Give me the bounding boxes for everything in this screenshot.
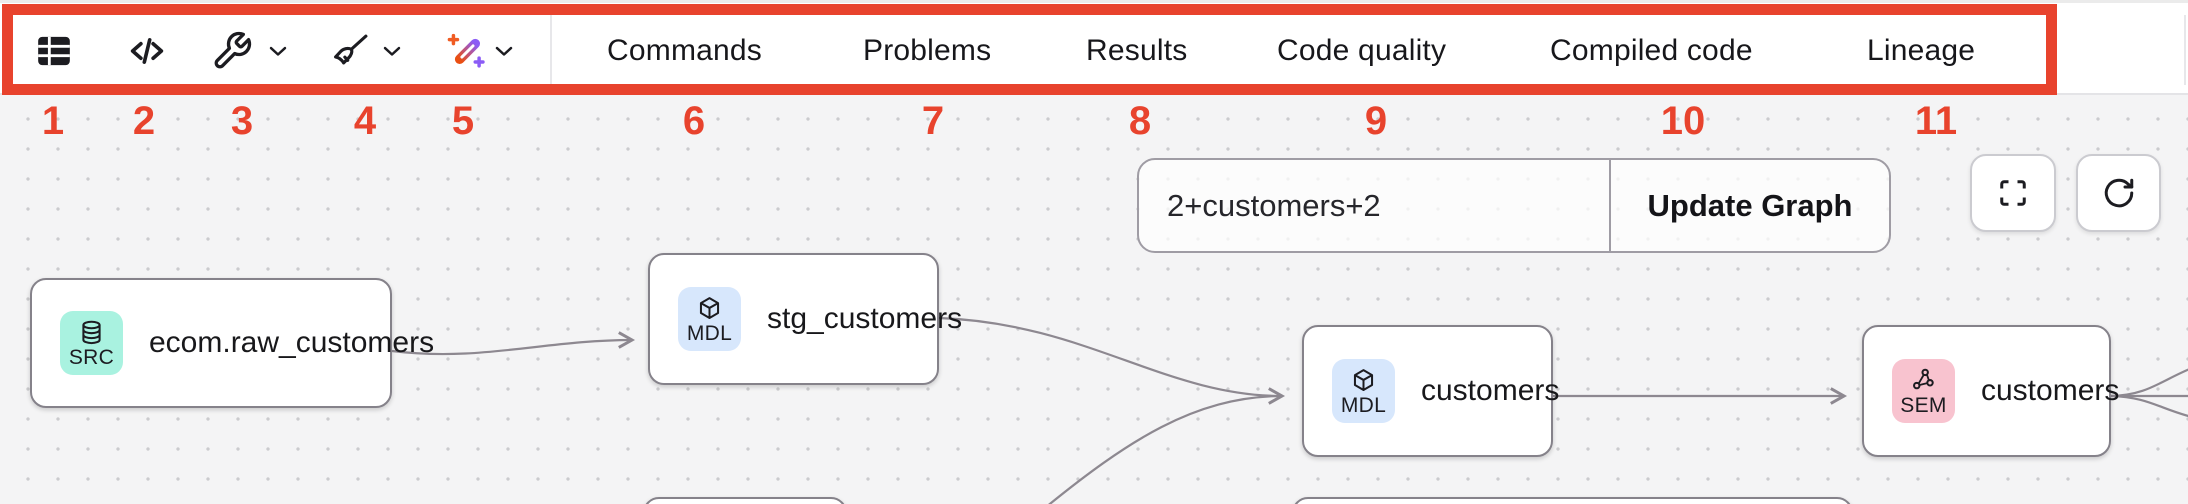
node-label: ecom.raw_customers	[149, 326, 435, 359]
lineage-canvas[interactable]: SRC ecom.raw_customers MDL stg_customers	[0, 95, 2188, 504]
node-customers-mdl[interactable]: MDL customers	[1302, 325, 1559, 457]
node-ecom-raw-customers[interactable]: SRC ecom.raw_customers	[30, 278, 434, 408]
chevron-down-icon	[383, 46, 401, 56]
graph-filter-input[interactable]	[1139, 160, 1609, 251]
code-button[interactable]	[116, 3, 178, 98]
tab-label: Problems	[863, 33, 992, 67]
editor-toolbar: Commands Problems Results Code quality C…	[0, 0, 2188, 95]
edge-stg-to-customers	[938, 316, 1286, 405]
edge-bottom-to-customers	[1048, 394, 1279, 504]
edge-sem-out-down	[2110, 394, 2188, 418]
cube-icon	[1353, 368, 1374, 391]
tab-label: Commands	[607, 33, 762, 67]
update-graph-button[interactable]: Update Graph	[1647, 187, 1853, 223]
tab-label: Compiled code	[1550, 33, 1753, 67]
tab-commands[interactable]: Commands	[607, 3, 762, 98]
magic-wand-button[interactable]	[438, 3, 496, 98]
node-stg-customers[interactable]: MDL stg_customers	[648, 253, 962, 385]
tab-compiled-code[interactable]: Compiled code	[1550, 3, 1753, 98]
fullscreen-button[interactable]	[1970, 154, 2056, 232]
broom-icon	[334, 34, 368, 64]
chevron-down-icon	[269, 46, 287, 56]
node-customers-sem[interactable]: SEM customers	[1862, 325, 2119, 457]
tab-results[interactable]: Results	[1086, 3, 1187, 98]
wrench-dropdown-button[interactable]	[258, 3, 298, 98]
node-label: customers	[1981, 374, 2120, 407]
tab-label: Lineage	[1867, 33, 1976, 67]
tab-label: Results	[1086, 33, 1188, 67]
node-type-badge: SRC	[60, 311, 123, 375]
lineage-edges	[391, 316, 2188, 504]
toolbar-right-divider	[2184, 15, 2186, 85]
node-type-badge: MDL	[678, 287, 741, 351]
node-type-badge: MDL	[1332, 359, 1395, 423]
database-icon	[82, 320, 101, 344]
code-icon	[130, 37, 164, 64]
magic-wand-icon	[447, 33, 485, 68]
tab-problems[interactable]: Problems	[863, 3, 991, 98]
graph-filter-bar: Update Graph	[1137, 158, 1891, 253]
node-label: customers	[1421, 374, 1560, 407]
node-type-label: MDL	[1340, 393, 1387, 417]
broom-button[interactable]	[323, 3, 379, 98]
node-label: stg_customers	[767, 302, 963, 335]
fullscreen-icon	[2000, 180, 2026, 206]
wrench-button[interactable]	[204, 3, 260, 98]
node-type-label: SEM	[1900, 393, 1947, 417]
table-button[interactable]	[24, 3, 84, 98]
node-partial-left[interactable]	[643, 497, 847, 504]
node-partial-right[interactable]	[1292, 497, 1853, 504]
tab-label: Code quality	[1277, 33, 1447, 67]
refresh-icon	[2104, 178, 2133, 208]
node-type-badge: SEM	[1892, 359, 1955, 423]
node-type-label: MDL	[686, 321, 733, 345]
edge-sem-out-up	[2110, 368, 2188, 398]
table-icon	[38, 36, 70, 65]
refresh-button[interactable]	[2076, 154, 2161, 232]
cube-icon	[699, 296, 720, 319]
wrench-icon	[214, 31, 252, 68]
filter-divider	[1609, 160, 1611, 251]
semantic-graph-icon	[1913, 368, 1934, 389]
toolbar-divider	[550, 15, 552, 85]
edge-src-to-stg	[391, 331, 636, 356]
tab-lineage[interactable]: Lineage	[1867, 3, 1975, 98]
magic-wand-dropdown-button[interactable]	[484, 3, 524, 98]
tab-code-quality[interactable]: Code quality	[1277, 3, 1446, 98]
broom-dropdown-button[interactable]	[372, 3, 412, 98]
node-type-label: SRC	[68, 345, 115, 369]
chevron-down-icon	[495, 46, 513, 56]
